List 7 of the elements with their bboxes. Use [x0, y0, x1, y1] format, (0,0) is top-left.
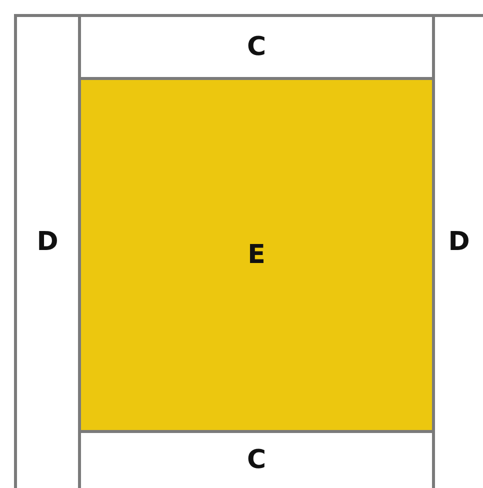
block-label: E — [248, 242, 266, 268]
block-label: D — [448, 229, 470, 255]
center-square — [78, 77, 435, 433]
border-strip — [14, 14, 81, 488]
block-label: D — [36, 229, 58, 255]
block-label: C — [246, 34, 266, 60]
block-label: C — [246, 447, 266, 473]
